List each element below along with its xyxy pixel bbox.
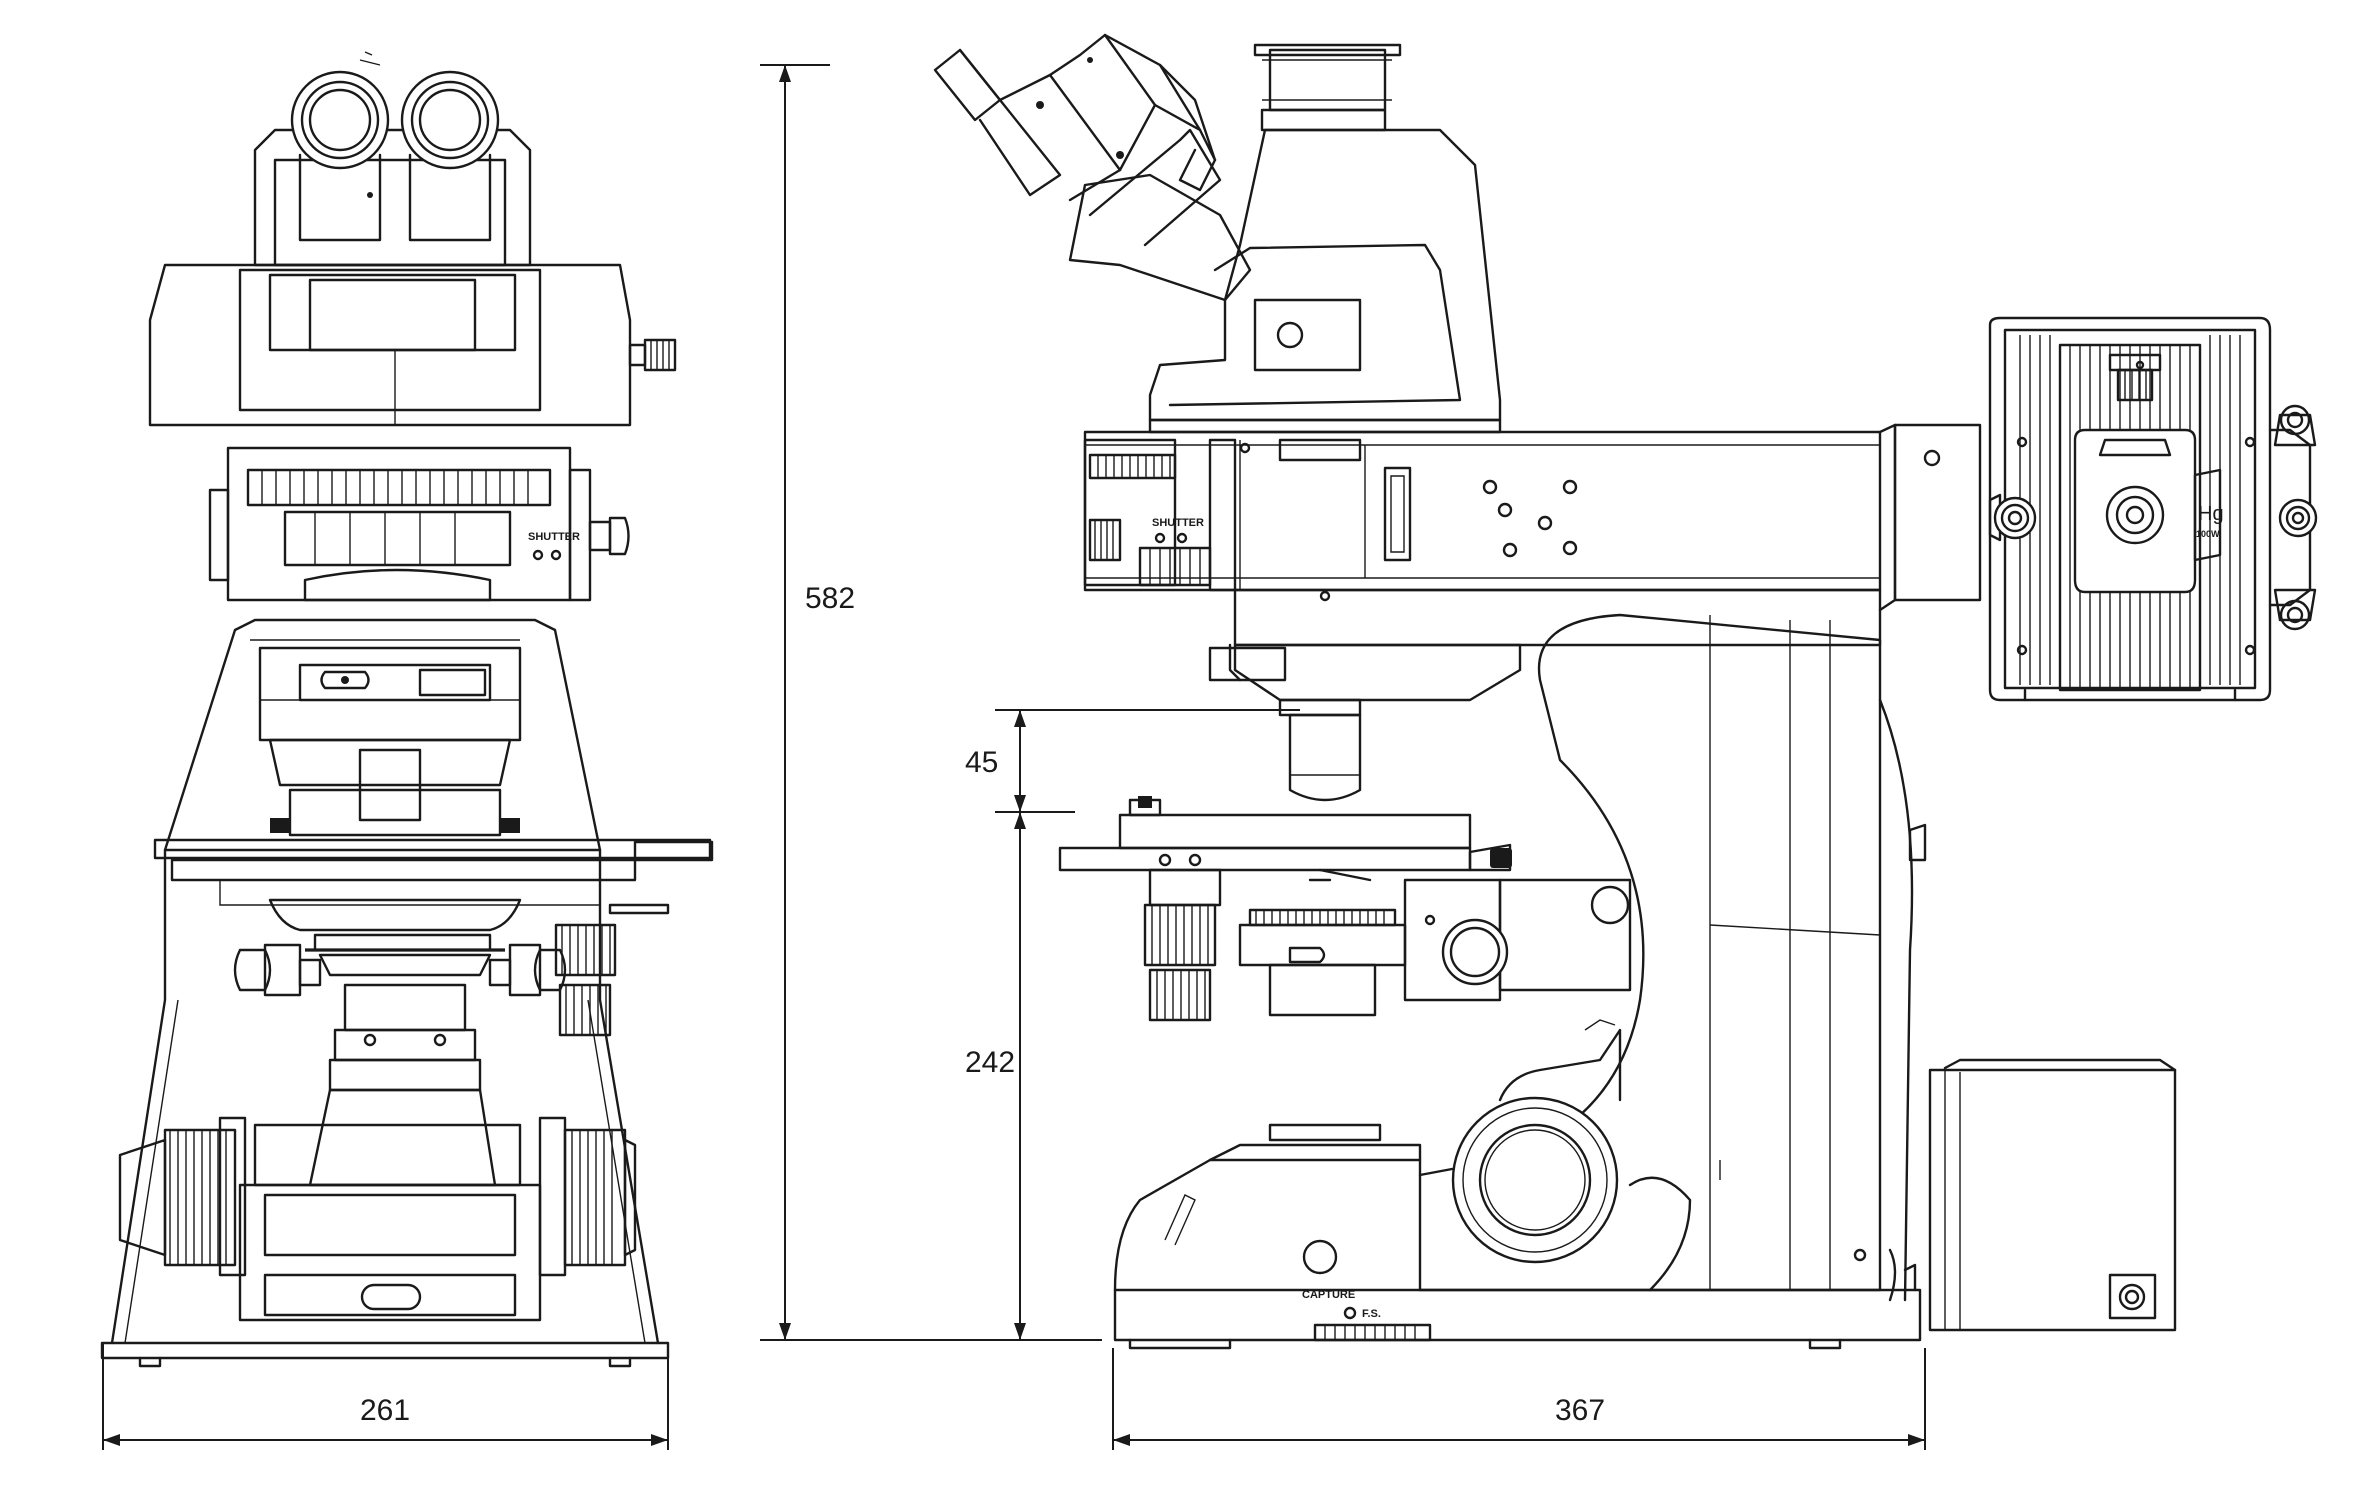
front-head — [148, 128, 677, 427]
side-view: 582 45 242 367 CAPTURE — [760, 33, 2318, 1450]
side-condenser — [1238, 868, 1632, 1017]
lamp-type-label: Hg — [2198, 503, 2224, 525]
height-label: 582 — [805, 582, 855, 615]
side-objective — [1208, 643, 1522, 802]
front-stage — [153, 838, 714, 932]
side-collector-lens — [1451, 1019, 1622, 1264]
front-focus-knobs — [118, 1116, 637, 1277]
front-width-dimension — [102, 1343, 669, 1450]
side-power-supply — [1928, 1058, 2177, 1332]
front-width-label: 261 — [360, 1394, 410, 1427]
front-lower-body — [238, 1058, 542, 1322]
side-stage — [1058, 796, 1512, 1022]
front-eyepieces — [290, 51, 500, 242]
shutter-label-side: SHUTTER — [1152, 517, 1204, 529]
side-lamp-house: Hg 100W — [1988, 316, 2318, 702]
side-base: CAPTURE F.S. — [1113, 1123, 1922, 1350]
stage-height-label: 242 — [965, 1046, 1015, 1079]
front-illuminator-block: SHUTTER — [208, 446, 630, 602]
stage-dimensions — [995, 709, 1300, 1340]
field-stop-label: F.S. — [1362, 1308, 1381, 1320]
side-eyepieces — [933, 33, 1252, 302]
front-stage-knob — [554, 923, 617, 1037]
stage-gap-label: 45 — [965, 746, 998, 779]
shutter-label-front: SHUTTER — [528, 531, 580, 543]
capture-label: CAPTURE — [1302, 1289, 1355, 1301]
depth-dimension — [1112, 1348, 1926, 1450]
height-dimension — [760, 64, 1102, 1341]
side-head — [1148, 43, 1502, 434]
depth-label: 367 — [1555, 1394, 1605, 1427]
front-view: SHUTTER — [100, 51, 714, 1450]
lamp-power-label: 100W — [2196, 529, 2220, 539]
front-condenser — [233, 933, 567, 1062]
side-illuminator: SHUTTER — [1083, 423, 1982, 647]
front-body — [163, 618, 602, 852]
side-arm — [1418, 613, 1927, 1302]
